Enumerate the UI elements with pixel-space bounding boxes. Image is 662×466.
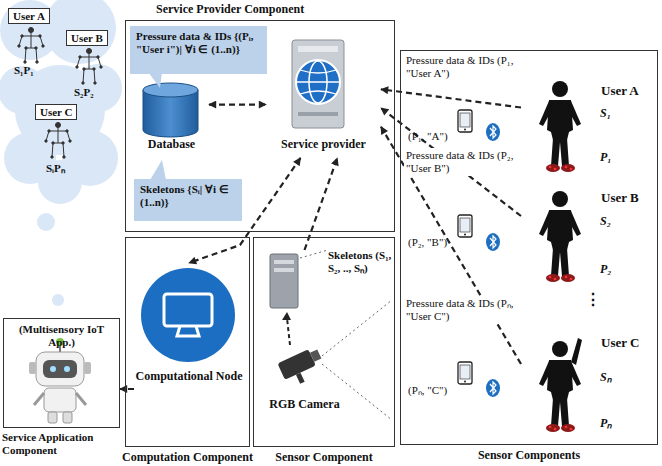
dashed-arrow	[120, 388, 134, 390]
node-text: User B	[71, 32, 103, 44]
node-text: RGB Camera	[262, 397, 347, 411]
callout-box: Pressure data & IDs {(Pᵢ, "User i")| ∀i …	[130, 26, 267, 74]
user-box: User C	[35, 104, 77, 120]
node-text: Computation Component	[122, 450, 253, 465]
callout-box: Skeletons {Sᵢ| ∀i ∈ (1..n)}	[134, 179, 242, 221]
user: User B	[521, 186, 656, 286]
user-box: User B	[66, 30, 108, 46]
edge-label: Pressure data & IDs (P₂, "User B")	[404, 148, 526, 176]
text-label: SᵢPₙ	[46, 160, 65, 175]
text-label: ⋮	[585, 290, 601, 309]
component-box: Sensor ComponentRGB Camera	[253, 237, 395, 447]
edge-label: Pressure data & IDs (P₁, "User A")	[404, 53, 526, 81]
computational-node: Computational Node	[134, 263, 244, 403]
node-text: Sensor Components	[478, 448, 580, 463]
text-label: (P₁, "A")	[408, 130, 448, 142]
node-text: Service Provider Component	[156, 2, 304, 17]
text-label: (Pₙ, "C")	[408, 382, 447, 397]
text-label: S₂P₂	[74, 86, 93, 98]
dashed-arrow	[209, 103, 266, 105]
user-box: User A	[8, 8, 50, 24]
node-text: Computational Node	[134, 369, 244, 383]
component-box: Computation ComponentComputational Node	[125, 237, 250, 447]
text-label: P₁	[600, 150, 612, 165]
text-label: Pₙ	[600, 414, 612, 431]
text-label: Skeletons (S₁, S₂, .., Sₙ)	[328, 249, 392, 275]
node-text: Skeletons {Sᵢ| ∀i ∈ (1..n)}	[140, 183, 236, 209]
text-label: S₁P₁	[14, 64, 33, 76]
node-text: User A	[13, 10, 45, 22]
text-label: P₂	[600, 262, 612, 277]
server: Service provider	[266, 33, 381, 158]
camera: RGB Camera	[262, 250, 347, 415]
node-text: Pressure data & IDs {(Pᵢ, "User i")| ∀i …	[136, 30, 261, 56]
node-text: User C	[40, 106, 72, 118]
text-label: S₁	[600, 106, 611, 121]
node-text: Database	[134, 137, 209, 151]
text-label: Sₙ	[600, 368, 612, 385]
node-text: Service provider	[266, 137, 381, 151]
application-box: (Multisensory IoT App.)Service Applicati…	[3, 318, 120, 428]
node-text: (Multisensory IoT App.)	[4, 319, 119, 349]
user: User A	[521, 79, 656, 174]
text-label: S₂	[600, 214, 611, 229]
component-box: Service Provider ComponentPressure data …	[125, 20, 395, 232]
node-text: User A	[601, 83, 656, 99]
node-text: Sensor Component	[275, 450, 372, 465]
user: User C	[521, 331, 656, 441]
text-label: (P₂, "B")	[408, 236, 447, 248]
node-text: User C	[601, 335, 656, 351]
database: Database	[134, 83, 209, 155]
dashed-arrow	[381, 89, 521, 107]
edge-label: Pressure data & IDs (Pₙ, "User C")	[404, 296, 526, 324]
node-text: User B	[601, 190, 656, 206]
node-text: Service Application Component	[2, 431, 127, 457]
